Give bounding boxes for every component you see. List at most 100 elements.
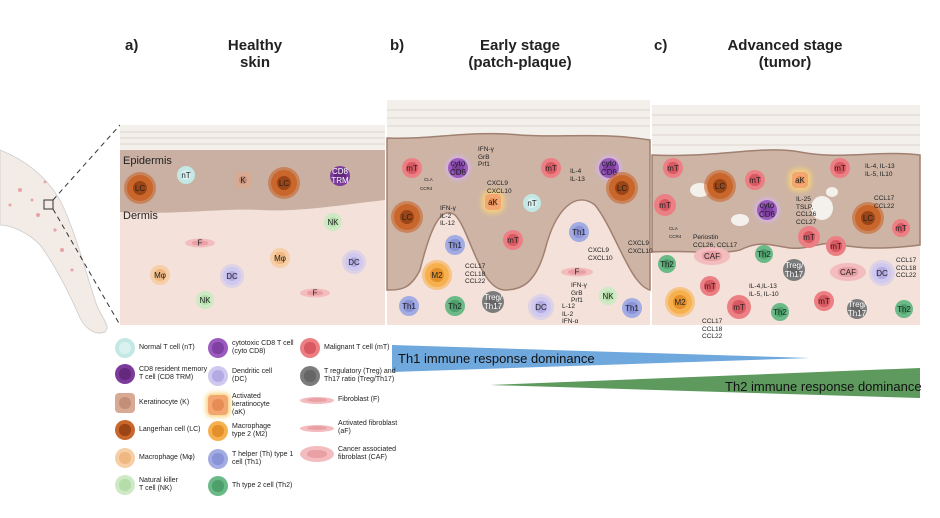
cell-lc: LC — [394, 204, 420, 230]
cell-label: Th1 — [402, 301, 416, 311]
cell-ak: aK — [792, 172, 808, 188]
cell-label: LC — [616, 183, 628, 193]
cell-label: Treg/ Th17 — [784, 261, 804, 279]
legend-icon-dc — [208, 366, 228, 386]
arm-lesions — [8, 180, 74, 272]
cell-label: K — [240, 175, 246, 185]
cell-label: DC — [535, 302, 547, 312]
cell-nk: NK — [196, 291, 214, 309]
panel-c-label: c) — [654, 37, 668, 54]
cytokine-annotation: IL-4,IL-13 IL-5, IL-10 — [749, 283, 779, 298]
cell-label: LC — [714, 181, 726, 191]
cell-label: mT — [895, 223, 907, 233]
zoom-square — [43, 199, 54, 210]
cell-label: CD8 TRM — [331, 167, 349, 185]
legend-icon-th1 — [208, 449, 228, 469]
th1-gradient-label: Th1 immune response dominance — [398, 351, 595, 366]
cytokine-annotation: CXCL9 CXCL10 — [628, 240, 653, 255]
cell-th2: Th2 — [755, 245, 773, 263]
cell-nt: nT — [523, 194, 541, 212]
cytokine-annotation: IL-4, IL-13 IL-5, IL10 — [865, 163, 895, 178]
legend-item: T regulatory (Treg) and Th17 ratio (Treg… — [300, 366, 410, 386]
cell-m2: M2 — [425, 263, 449, 287]
cell-mt: mT — [727, 295, 751, 319]
cell-mp: Mφ — [270, 248, 290, 268]
legend-icon-lc — [115, 420, 135, 440]
legend-text: Macrophage type 2 (M2) — [232, 423, 271, 438]
legend-item: cytotoxic CD8 T cell (cyto CD8) — [208, 338, 318, 358]
cell-mt: mT — [654, 194, 676, 216]
cell-lc: LC — [707, 173, 733, 199]
cell-label: mT — [733, 302, 745, 312]
cell-cd8trm: CD8 TRM — [330, 166, 350, 186]
th1-gradient-bar — [392, 345, 810, 372]
legend-item: Keratinocyte (K) — [115, 393, 225, 413]
cell-dc: DC — [531, 297, 551, 317]
cell-label: NK — [602, 291, 614, 301]
th2-gradient-label: Th2 immune response dominance — [725, 379, 922, 394]
cell-nk: NK — [599, 287, 617, 305]
legend-icon-f — [300, 424, 334, 432]
cell-treg: Treg/ Th17 — [783, 259, 805, 281]
th2-gradient-bar — [490, 368, 920, 398]
cell-cyto: cyto CD8 — [448, 158, 468, 178]
cell-label: LC — [134, 183, 146, 193]
cell-label: LC — [278, 178, 290, 188]
legend-icon-m2 — [208, 421, 228, 441]
cytokine-annotation: IL-4 IL-13 — [570, 168, 585, 183]
cell-th1: Th1 — [622, 298, 642, 318]
cell-label: F — [197, 238, 203, 248]
legend-text: Dendritic cell (DC) — [232, 368, 273, 383]
cell-label: CAF — [704, 251, 720, 261]
cell-lc: LC — [127, 175, 153, 201]
cell-label: M2 — [431, 270, 443, 280]
cytokine-annotation: CCL17 CCL18 CCL22 — [465, 263, 486, 285]
cell-label: mT — [834, 163, 846, 173]
cell-label: mT — [406, 163, 418, 173]
cell-lc: LC — [271, 170, 297, 196]
cell-label: nT — [527, 198, 537, 208]
epidermis-label: Epidermis — [123, 155, 172, 167]
cell-label: Treg/ Th17 — [847, 300, 867, 318]
cell-mt: mT — [745, 170, 765, 190]
cell-label: nT — [181, 170, 191, 180]
legend-text: T helper (Th) type 1 cell (Th1) — [232, 451, 294, 466]
cell-label: cyto CD8 — [758, 201, 775, 219]
cell-label: mT — [507, 235, 519, 245]
cell-mt: mT — [892, 219, 910, 237]
legend-text: Langerhan cell (LC) — [139, 426, 201, 433]
cell-label: mT — [818, 296, 830, 306]
cell-dc: DC — [872, 263, 892, 283]
cell-label: cyto CD8 — [600, 159, 617, 177]
cell-mt: mT — [798, 226, 820, 248]
legend-text: Cancer associated fibroblast (CAF) — [338, 446, 396, 461]
panel-b-title: Early stage (patch-plaque) — [468, 37, 572, 71]
cytokine-annotation: IL-25 TSLP, CCL26 CCL27 — [796, 196, 817, 226]
cell-label: Treg/ Th17 — [483, 293, 503, 311]
cell-th1: Th1 — [399, 296, 419, 316]
cell-cyto: cyto CD8 — [599, 158, 619, 178]
cell-label: Th2 — [773, 307, 787, 317]
cell-label: DC — [226, 271, 238, 281]
arm-illustration — [0, 149, 108, 334]
cell-label: Th2 — [757, 249, 771, 259]
panel-b-label: b) — [390, 37, 405, 54]
legend-text: Macrophage (Mφ) — [139, 454, 195, 461]
cell-label: Th2 — [448, 301, 462, 311]
panel-a-title: Healthy skin — [227, 37, 283, 71]
cell-label: DC — [876, 268, 888, 278]
cell-label: F — [312, 288, 318, 298]
cell-label: Th1 — [625, 303, 639, 313]
legend-text: Malignant T cell (mT) — [324, 344, 390, 351]
cell-label: mT — [667, 163, 679, 173]
legend-item: Macrophage (Mφ) — [115, 448, 225, 468]
cytokine-annotation: IFN-γ IL-2 IL-12 — [440, 205, 456, 227]
cell-th1: Th1 — [569, 222, 589, 242]
cell-mt: mT — [826, 236, 846, 256]
cytokine-annotation: CCR4 — [420, 186, 433, 191]
cell-treg: Treg/ Th17 — [482, 291, 504, 313]
cytokine-annotation: CXCL9 CXCL10 — [588, 247, 613, 262]
legend-item: CD8 resident memory T cell (CD8 TRM) — [115, 364, 225, 384]
